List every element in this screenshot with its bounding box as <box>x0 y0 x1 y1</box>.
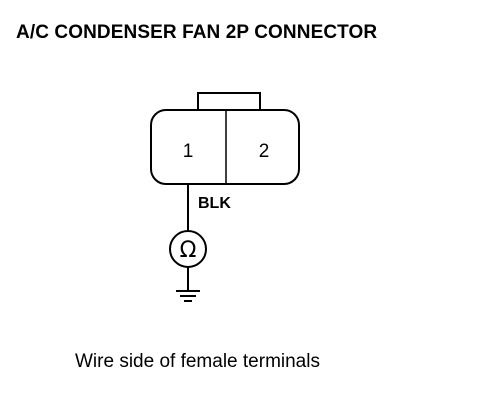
diagram-title: A/C CONDENSER FAN 2P CONNECTOR <box>16 22 378 43</box>
diagram-caption: Wire side of female terminals <box>75 351 320 372</box>
terminal-2-label: 2 <box>259 141 270 162</box>
wire-color-label: BLK <box>198 195 231 212</box>
ohmmeter-icon: Ω <box>169 230 207 268</box>
connector-housing <box>150 109 300 185</box>
terminal-1-label: 1 <box>183 141 194 162</box>
ohm-symbol: Ω <box>180 238 197 263</box>
ground-icon <box>176 290 200 302</box>
connector-lock-tab <box>197 92 261 112</box>
